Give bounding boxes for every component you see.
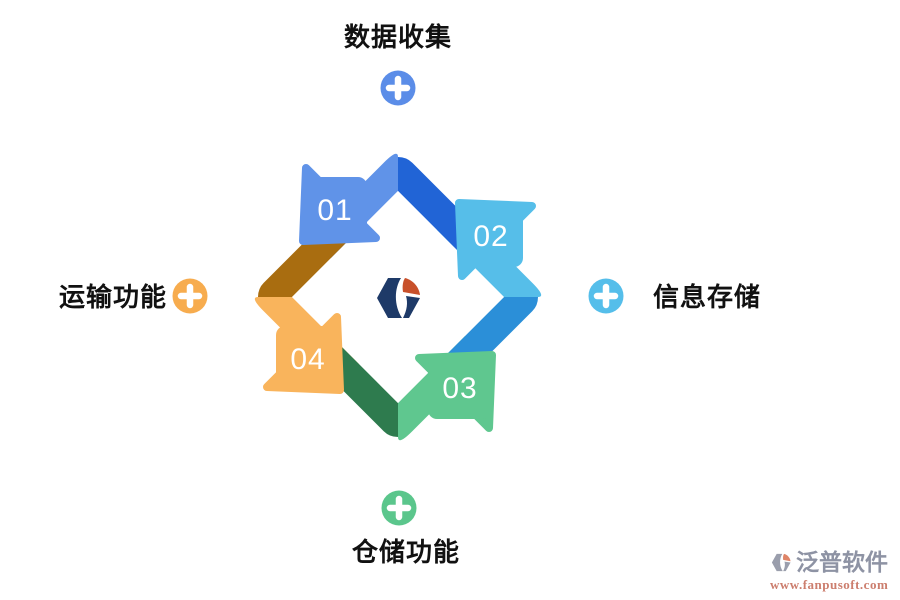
step-number-01: 01 [317,194,352,227]
step-number-02: 02 [473,220,508,253]
step-plate-02 [459,203,523,267]
step-number-04: 04 [290,343,325,376]
watermark: 泛普软件 www.fanpusoft.com [768,549,894,593]
arrow-bands [254,153,542,441]
step-head-03: 03 [415,351,496,432]
node-label-bottom: 仓储功能 [352,537,461,567]
step-head-04: 04 [263,313,344,394]
plus-icon-left [172,278,208,314]
step-plate-03 [428,355,492,419]
plus-icon-bottom [381,490,417,526]
watermark-url: www.fanpusoft.com [770,577,889,592]
node-label-right: 信息存储 [653,282,762,312]
step-plate-04 [276,326,340,390]
watermark-brand: 泛普软件 [796,549,888,575]
watermark-logo-icon [771,553,791,572]
node-label-left: 运输功能 [59,282,168,312]
step-plate-01 [303,177,367,241]
plus-icon-right [588,278,624,314]
step-head-01: 01 [299,164,380,245]
plus-icon-top [380,70,416,106]
step-head-02: 02 [455,199,536,280]
fanpu-logo [377,278,420,318]
step-number-03: 03 [442,372,477,405]
node-label-top: 数据收集 [344,22,453,52]
